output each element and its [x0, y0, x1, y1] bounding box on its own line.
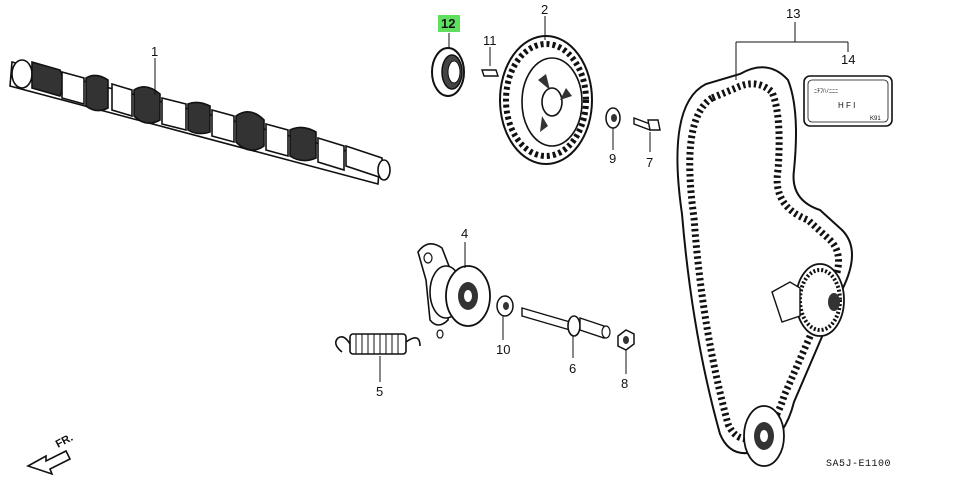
woodruff-key: 11: [481, 33, 499, 77]
direction-label: FR.: [54, 432, 75, 451]
oil-seal: 12: [431, 15, 465, 97]
callout-12: 12: [441, 16, 455, 31]
tensioner-nut: 8: [617, 329, 635, 391]
camshaft-pulley: 2: [499, 2, 593, 165]
callout-2: 2: [541, 2, 548, 17]
callout-5: 5: [376, 384, 383, 399]
callout-11: 11: [483, 33, 497, 48]
callout-6: 6: [569, 361, 576, 376]
pulley-bolt: 7: [633, 116, 661, 170]
tensioner-washer: 10: [496, 295, 514, 357]
callout-8: 8: [621, 376, 628, 391]
highlight-box: [438, 15, 460, 32]
callout-10: 10: [496, 342, 510, 357]
pulley-washer: 9: [605, 107, 621, 166]
callout-1: 1: [151, 44, 158, 59]
camshaft: 1: [9, 44, 391, 186]
timing-belt: 13: [676, 6, 853, 467]
callout-7: 7: [646, 155, 653, 170]
timing-belt-tensioner: 4: [417, 226, 491, 339]
callout-9: 9: [609, 151, 616, 166]
tensioner-bolt: 6: [521, 307, 611, 376]
callout-13: 13: [786, 6, 800, 21]
callout-14: 14: [841, 52, 855, 67]
timing-belt-label: ﾆﾁﾌﾊﾉﾆﾆﾆ H F I K91 14: [803, 52, 893, 127]
label-line2: H F I: [838, 101, 855, 110]
callout-4: 4: [461, 226, 468, 241]
tensioner-spring: 5: [334, 333, 421, 399]
label-line1: ﾆﾁﾌﾊﾉﾆﾆﾆ: [814, 88, 838, 95]
front-direction-arrow: FR.: [26, 432, 75, 476]
label-line3: K91: [870, 116, 881, 122]
diagram-code: SA5J-E1100: [826, 459, 891, 470]
